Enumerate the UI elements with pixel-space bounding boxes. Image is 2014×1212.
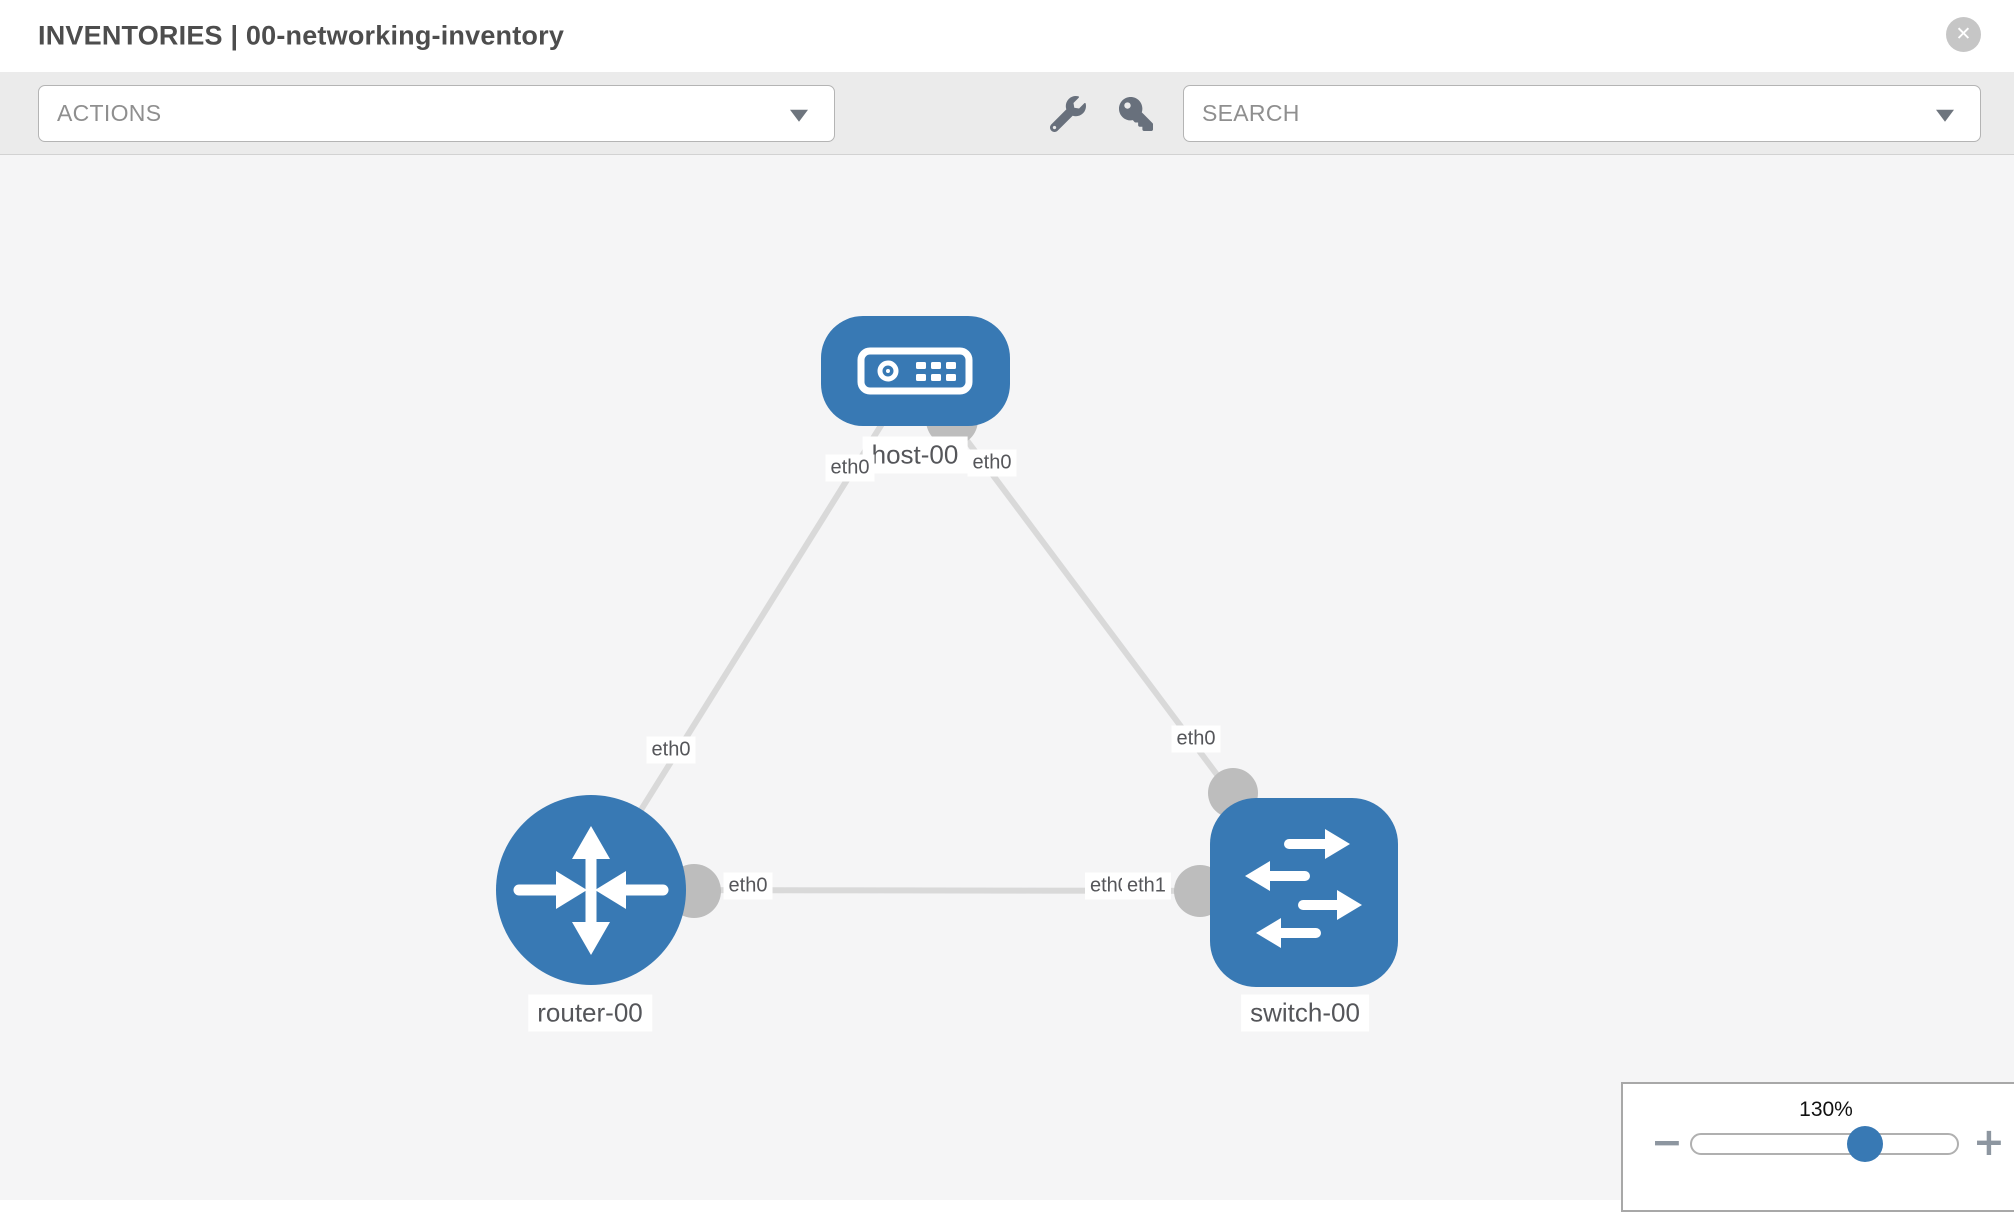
router-icon [513,826,669,955]
search-dropdown-label: SEARCH [1202,100,1300,126]
interface-label-switch-left: eth1 [1122,872,1171,900]
chevron-down-icon [790,109,808,122]
header: INVENTORIES | 00-networking-inventory ✕ [0,0,2014,73]
topology-svg [496,316,1398,987]
actions-dropdown[interactable]: ACTIONS [38,85,835,142]
zoom-slider-track[interactable] [1690,1126,1959,1162]
tools-button[interactable] [1044,85,1092,142]
close-button[interactable]: ✕ [1946,17,1981,52]
zoom-panel: 130% − + [1621,1082,2014,1212]
page-title: INVENTORIES | 00-networking-inventory [38,20,565,51]
node-label-host: host-00 [862,436,968,474]
node-switch-00[interactable] [1210,798,1398,987]
zoom-out-button[interactable]: − [1651,1122,1683,1162]
interface-label-router-top: eth0 [646,736,696,764]
node-host-00[interactable] [821,316,1010,426]
zoom-level: 130% [1799,1098,1853,1121]
search-dropdown[interactable]: SEARCH [1183,85,1981,142]
actions-dropdown-label: ACTIONS [57,100,162,126]
plus-icon: + [1973,1120,2005,1164]
node-label-switch: switch-00 [1241,994,1369,1032]
minus-icon: − [1651,1120,1683,1164]
interface-label-switch-top: eth0 [1171,725,1221,753]
node-router-00[interactable] [496,795,686,985]
node-label-router: router-00 [528,994,652,1032]
wrench-icon [1050,95,1086,132]
key-icon [1119,96,1153,131]
interface-label-router-right: eth0 [723,872,773,900]
interface-label-host-left: eth0 [825,454,875,482]
toolbar: ACTIONS SEARCH [0,72,2014,155]
zoom-slider-thumb[interactable] [1847,1126,1883,1162]
zoom-in-button[interactable]: + [1973,1122,2005,1162]
interface-label-host-right: eth0 [967,449,1017,477]
close-icon: ✕ [1955,24,1972,45]
switch-icon [1245,829,1362,948]
credentials-button[interactable] [1112,85,1160,142]
topology-canvas: host-00 router-00 switch-00 eth0 eth0 et… [0,155,2014,1200]
host-icon [857,347,973,395]
chevron-down-icon [1936,109,1954,122]
